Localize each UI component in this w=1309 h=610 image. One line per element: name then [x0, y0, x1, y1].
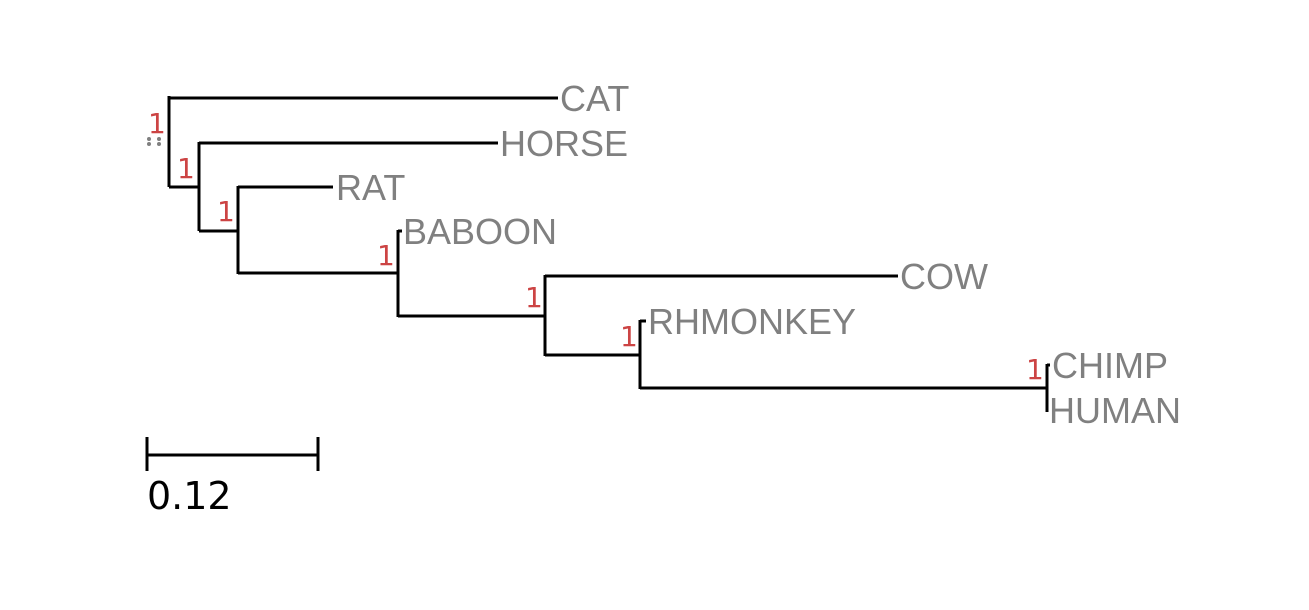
leaf-label-cat: CAT: [560, 78, 629, 119]
leaf-label-chimp: CHIMP: [1052, 345, 1168, 386]
tree-branches: [167, 96, 1050, 412]
support-value-cow-clade: 1: [525, 281, 543, 314]
support-value-rhmonkey-clade: 1: [620, 320, 638, 353]
leaf-labels: CAT HORSE RAT BABOON COW RHMONKEY CHIMP …: [336, 78, 1181, 431]
support-value-rat-clade: 1: [217, 195, 235, 228]
leaf-label-horse: HORSE: [500, 123, 628, 164]
scale-bar: 0.12: [145, 437, 320, 518]
support-values: 1 1 1 1 1 1 1: [148, 107, 1044, 386]
leaf-label-rat: RAT: [336, 167, 405, 208]
root-marker: [147, 137, 161, 146]
leaf-label-cow: COW: [900, 256, 988, 297]
leaf-label-rhmonkey: RHMONKEY: [648, 301, 856, 342]
scale-bar-label: 0.12: [147, 474, 232, 518]
support-value-baboon-clade: 1: [377, 239, 395, 272]
support-value-chimp-clade: 1: [1026, 353, 1044, 386]
support-value-root: 1: [148, 107, 166, 140]
leaf-label-human: HUMAN: [1049, 390, 1181, 431]
leaf-label-baboon: BABOON: [403, 211, 557, 252]
support-value-horse-clade: 1: [177, 152, 195, 185]
